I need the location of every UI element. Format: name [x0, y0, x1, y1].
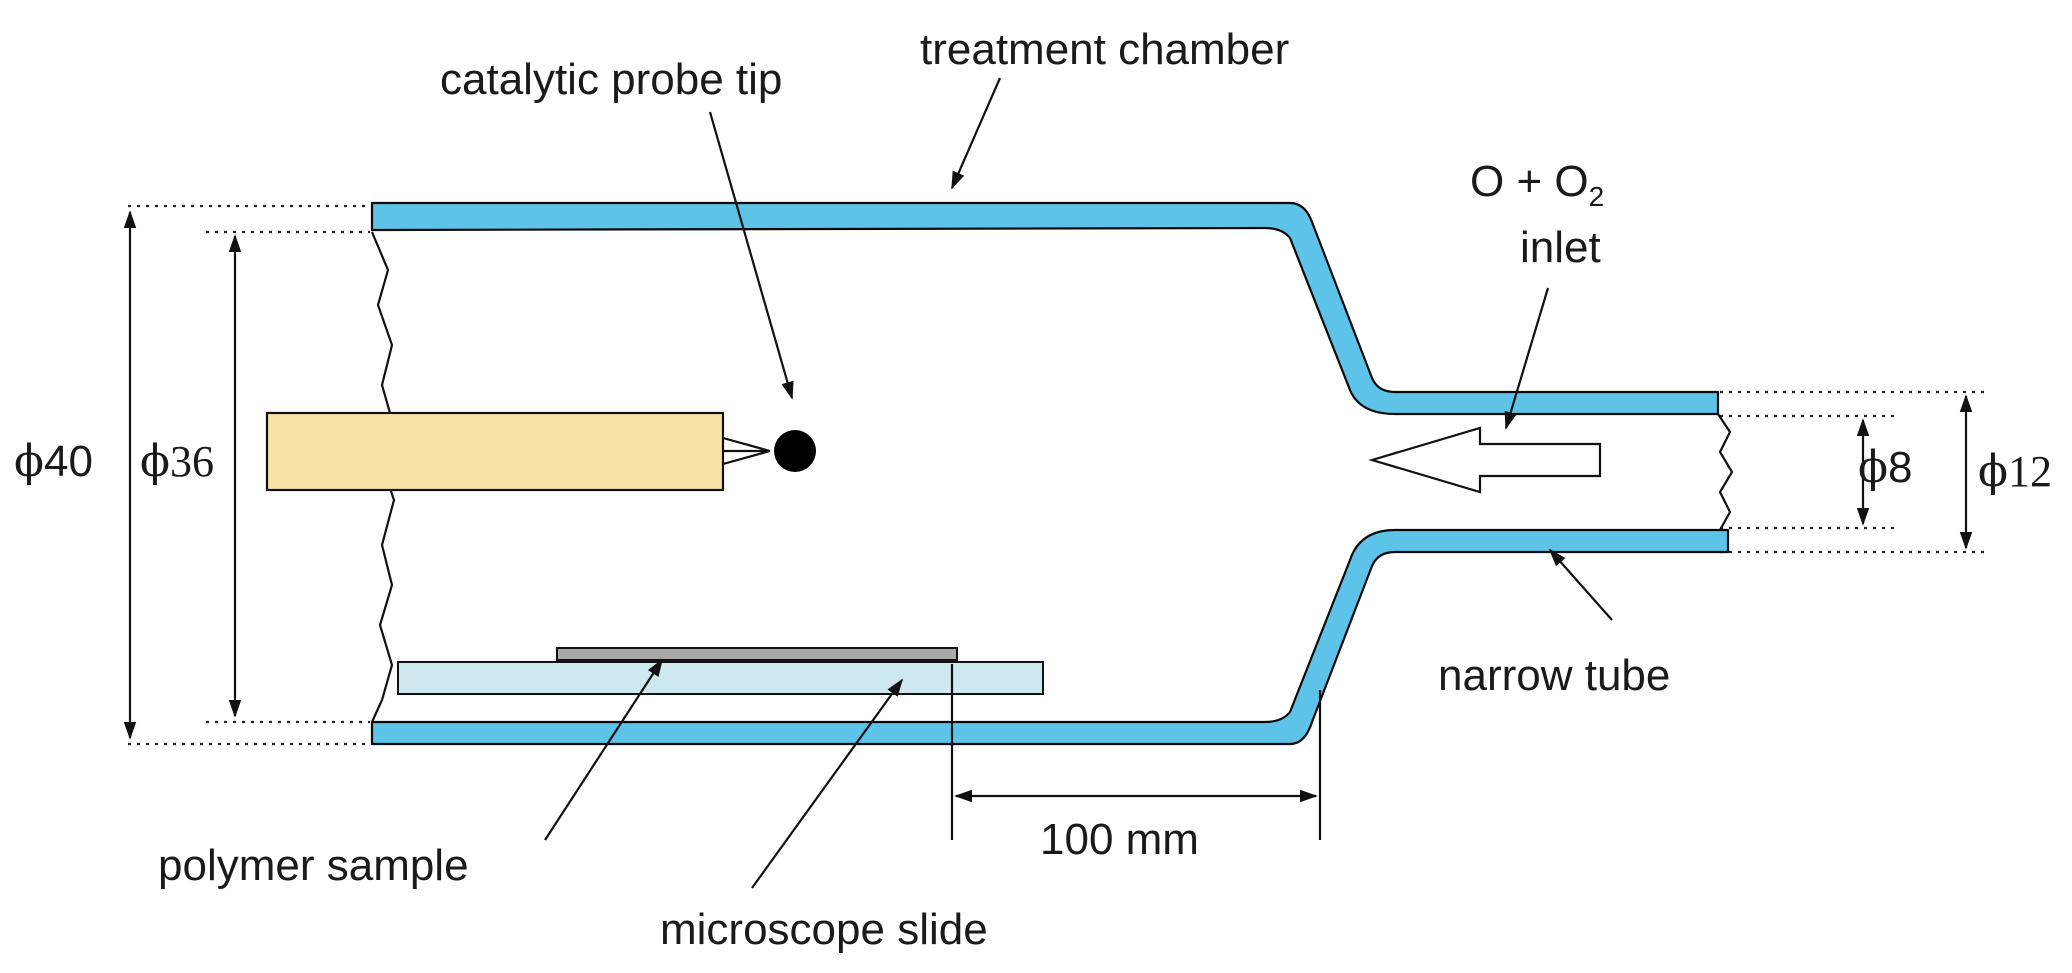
dim-label-outer-tube: ϕ12 [1978, 446, 2052, 497]
label-narrow-tube: narrow tube [1438, 651, 1670, 700]
upper-wall [370, 201, 1720, 416]
label-inlet-word: inlet [1520, 223, 1601, 272]
filled-circle-icon [774, 430, 816, 472]
probe-leads [722, 436, 771, 466]
probe-body [265, 411, 725, 492]
sample-holder [397, 647, 1044, 695]
leader-narrow-tube [1548, 548, 1613, 621]
leader-treatment-chamber [950, 77, 1002, 190]
leader-arrows [544, 77, 1613, 889]
lower-wall [370, 528, 1730, 746]
label-distance: 100 mm [1040, 815, 1199, 864]
left-arrow-outline-icon [1368, 426, 1602, 494]
leader-microscope-slide [751, 678, 904, 889]
dim-label-inner-chamber: ϕ36 [140, 436, 214, 487]
extension-lines [128, 204, 1990, 746]
label-inlet-gas: O + O2 [1470, 157, 1604, 212]
label-microscope-slide: microscope slide [660, 905, 988, 954]
dimension-arrows [123, 210, 1973, 840]
microscope-slide-plate [397, 661, 1044, 695]
catalytic-probe [265, 411, 816, 492]
text-labels: catalytic probe tip treatment chamber O … [14, 25, 2052, 954]
tube-break-line [1717, 413, 1734, 531]
dim-label-inner-tube: ϕ8 [1858, 442, 1912, 493]
label-polymer-sample: polymer sample [158, 841, 469, 890]
dim-label-outer-chamber: ϕ40 [14, 436, 93, 487]
label-treatment-chamber: treatment chamber [920, 25, 1289, 74]
leader-inlet [1504, 287, 1550, 430]
leader-polymer-sample [544, 658, 663, 841]
leader-probe-tip [708, 111, 794, 400]
polymer-sample-strip [556, 647, 958, 661]
label-catalytic-probe-tip: catalytic probe tip [440, 55, 782, 104]
